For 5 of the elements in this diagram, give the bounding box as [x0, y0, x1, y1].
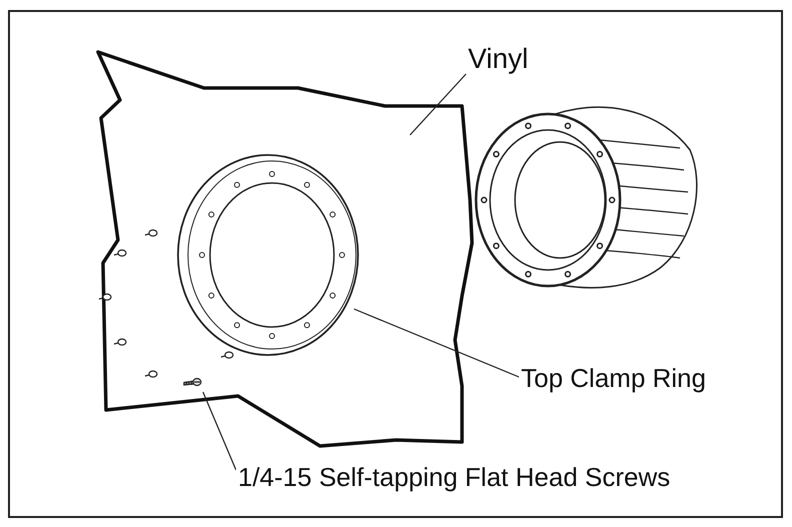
leader-line	[410, 74, 466, 136]
leader-line	[202, 392, 237, 470]
screw-drawing	[183, 378, 202, 386]
leader-line	[354, 308, 520, 378]
clamp-ring-drawing	[177, 154, 359, 356]
